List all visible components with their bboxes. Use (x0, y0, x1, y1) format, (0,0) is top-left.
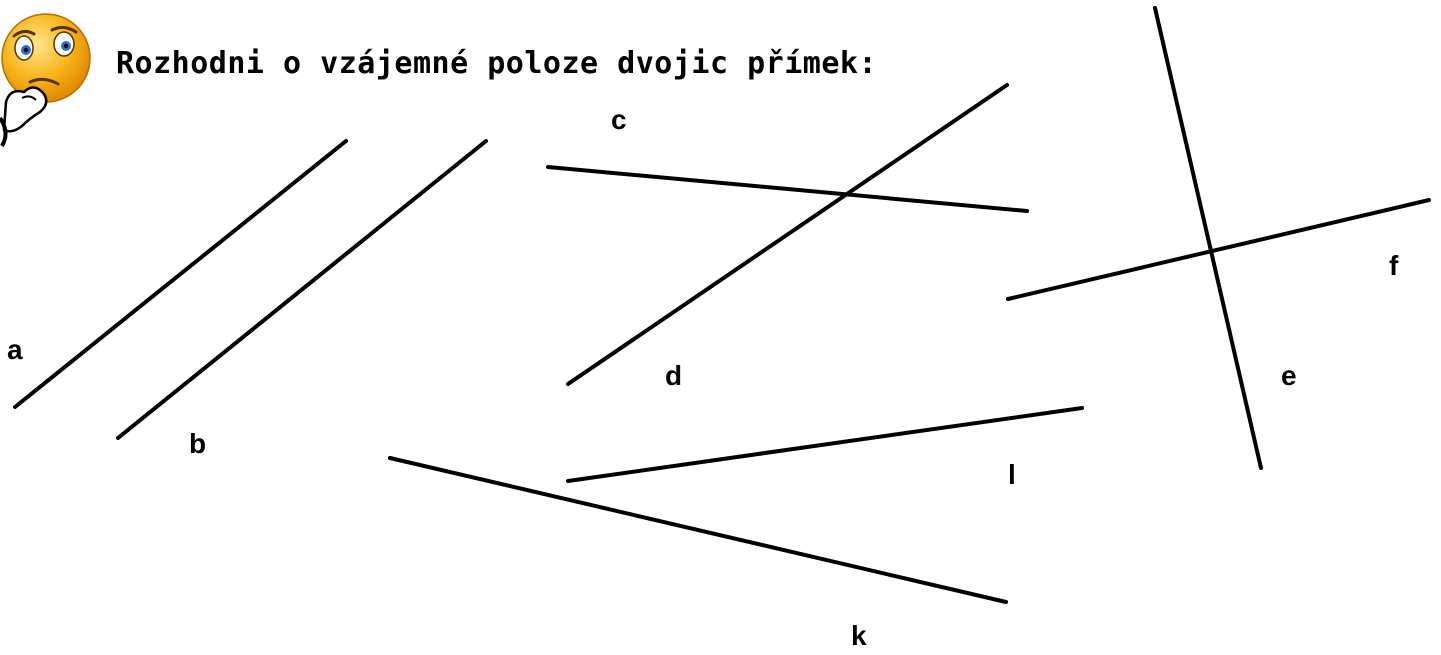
line-b (116, 139, 488, 440)
page-title: Rozhodni o vzájemné poloze dvojic přímek… (116, 46, 878, 81)
line-k (388, 456, 1008, 604)
line-a (13, 139, 348, 409)
label-b: b (189, 428, 207, 459)
thinking-face-icon (0, 13, 91, 147)
label-l: l (1008, 459, 1016, 490)
line-f (1006, 198, 1431, 301)
label-f: f (1389, 250, 1399, 281)
label-k: k (851, 620, 867, 651)
label-d: d (665, 360, 683, 391)
label-e: e (1281, 360, 1297, 391)
line-d (566, 83, 1009, 386)
line-c (546, 165, 1029, 213)
line-e (1153, 6, 1263, 470)
label-a: a (7, 334, 23, 365)
line-l (566, 406, 1084, 483)
label-c: c (611, 104, 627, 135)
